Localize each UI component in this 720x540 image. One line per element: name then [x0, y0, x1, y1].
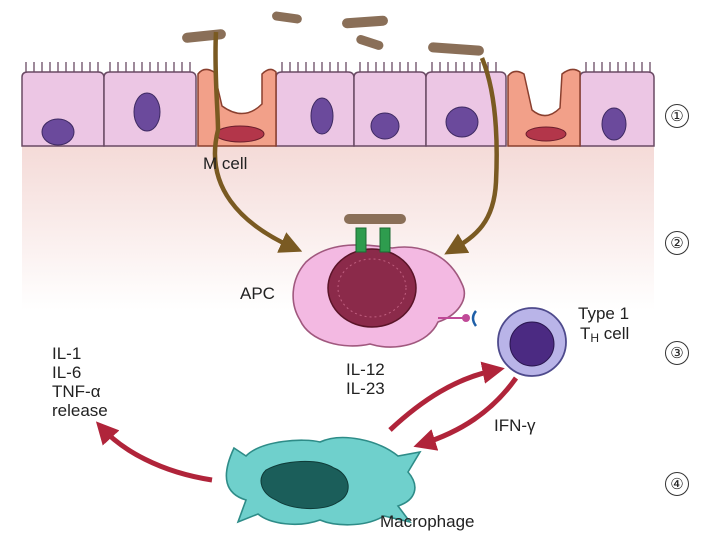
m-cell-nucleus — [215, 125, 265, 143]
epithelial-nucleus — [41, 118, 75, 146]
m-cell-label: M cell — [203, 154, 248, 173]
th1-nucleus — [509, 321, 555, 367]
macrophage-label: Macrophage — [380, 512, 475, 531]
bacterium — [356, 35, 384, 50]
cytokine-il12-il23-label: IL-12 IL-23 — [346, 360, 385, 398]
epithelial-nucleus — [445, 106, 479, 138]
cytokine-release-arrow — [95, 421, 213, 483]
il12-arrow — [388, 361, 505, 432]
cytokine-release-label: IL-1 IL-6 TNF-α release — [52, 344, 108, 420]
step-2-marker: ② — [665, 231, 689, 255]
ifn-gamma-label: IFN-γ — [494, 416, 536, 435]
m-cell-nucleus — [525, 126, 567, 142]
antigen-transport-arrow-right — [444, 57, 499, 255]
ifn-gamma-arrow — [413, 376, 519, 451]
step-1-marker: ① — [665, 104, 689, 128]
macrophage-nucleus — [260, 460, 349, 510]
presented-antigen — [344, 214, 406, 224]
chromatin-texture — [337, 258, 407, 318]
macrophage-cell — [225, 436, 422, 526]
step-4-marker: ④ — [665, 472, 689, 496]
epithelial-nucleus — [370, 112, 400, 140]
bacterium — [342, 15, 388, 29]
mhc-molecule — [379, 227, 391, 253]
mhc-molecule — [355, 227, 367, 253]
type1-label: Type 1 — [578, 304, 630, 323]
m-cell — [507, 68, 581, 147]
bacterium — [182, 29, 226, 43]
apc-label: APC — [240, 284, 275, 303]
bacteria-group — [182, 11, 484, 56]
bacterium — [428, 42, 484, 56]
bacterium — [272, 11, 302, 24]
antigen-transport-arrow-left — [212, 31, 303, 253]
epithelial-layer — [21, 62, 655, 147]
epithelial-nucleus — [133, 92, 161, 132]
ligand-icon — [462, 314, 470, 322]
apc-cell — [292, 214, 465, 348]
epithelial-nucleus — [310, 97, 334, 135]
th-cell-label: TH cell — [580, 324, 630, 345]
microvilli — [25, 62, 651, 72]
step-3-marker: ③ — [665, 341, 689, 365]
th1-cell — [497, 307, 567, 377]
epithelial-nucleus — [601, 107, 627, 141]
receptor-icon — [471, 310, 478, 327]
apc-nucleus — [327, 248, 417, 328]
